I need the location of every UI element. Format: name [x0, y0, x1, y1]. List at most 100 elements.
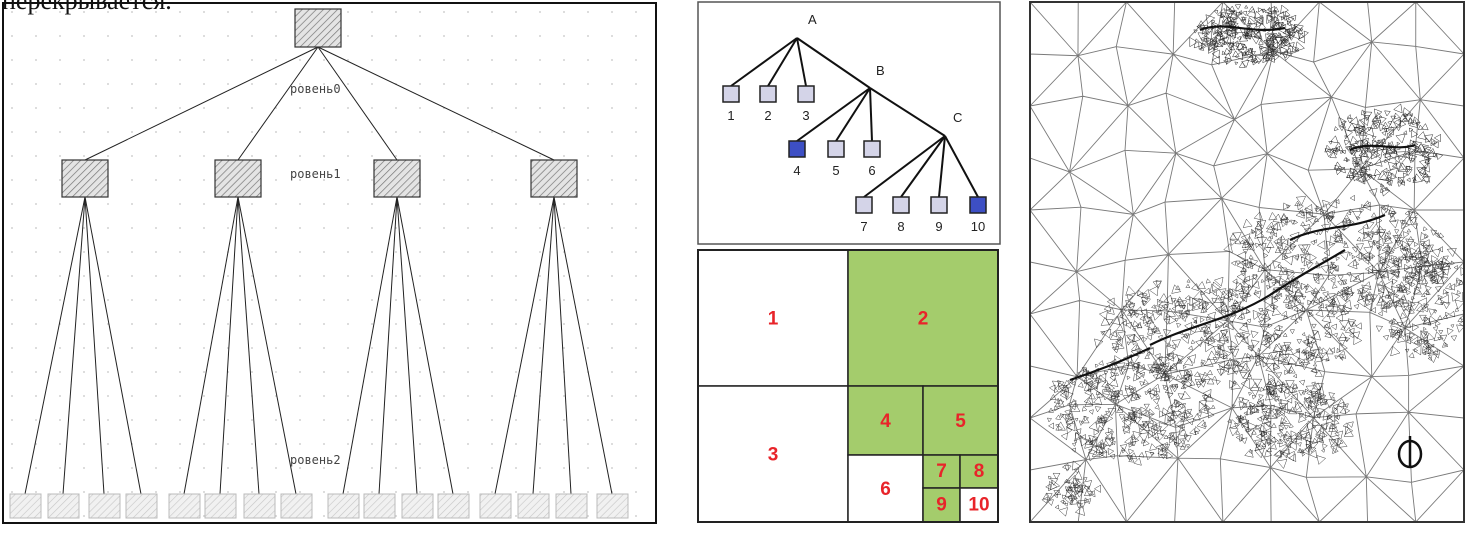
leaf-node — [88, 493, 121, 519]
edge-root-to-node — [237, 46, 319, 161]
edge-node-to-leaf — [553, 196, 572, 495]
quadtree-cell-label: 4 — [880, 411, 891, 432]
leaf-label: 2 — [764, 108, 771, 123]
edge-to-leaf — [796, 87, 871, 142]
quadtree-cell-label: 1 — [768, 308, 779, 329]
leaf-node — [855, 196, 873, 214]
leaf-label: 6 — [868, 163, 875, 178]
mesh-frame — [1029, 1, 1465, 523]
edge-node-to-leaf — [237, 196, 260, 495]
leaf-node — [280, 493, 313, 519]
highlighted-leaf-node — [969, 196, 987, 214]
leaf-node — [125, 493, 158, 519]
edge-to-leaf — [944, 135, 979, 198]
leaf-node — [797, 85, 815, 103]
leaf-node — [363, 493, 396, 519]
leaf-node — [47, 493, 80, 519]
leaf-node — [168, 493, 201, 519]
leaf-node — [759, 85, 777, 103]
level-1-node — [373, 159, 421, 198]
edge-to-leaf — [730, 37, 798, 87]
terrain-mesh-panel — [1029, 1, 1465, 523]
edge-to-leaf — [869, 87, 873, 142]
edge-to-leaf — [767, 37, 798, 87]
quadtree-cell — [922, 454, 961, 489]
edge-node-to-leaf — [342, 196, 398, 495]
leaf-node — [555, 493, 588, 519]
mesh-triangles — [1030, 2, 1464, 522]
edge-to-leaf — [938, 135, 946, 198]
leaf-node — [9, 493, 42, 519]
leaf-label: 1 — [727, 108, 734, 123]
edge-root-to-node — [84, 46, 319, 161]
leaf-node — [204, 493, 237, 519]
leaf-node — [437, 493, 470, 519]
quadtree-cell — [847, 385, 924, 456]
left-tree-edges — [24, 46, 613, 495]
internal-node-label: A — [808, 12, 817, 27]
edge-root-to-node — [317, 46, 398, 161]
mesh-dense-regions — [1041, 4, 1464, 517]
leaf-label: 5 — [832, 163, 839, 178]
leaf-node — [517, 493, 550, 519]
level-1-label: ровень1 — [290, 167, 341, 181]
leaf-label: 4 — [793, 163, 800, 178]
quadtree-cell-label: 6 — [880, 479, 891, 500]
edge-node-to-leaf — [532, 196, 555, 495]
quadtree-cell-label: 8 — [974, 461, 985, 482]
edge-to-leaf — [863, 135, 946, 198]
leaf-label: 10 — [971, 219, 985, 234]
quadtree-cell-label: 5 — [955, 411, 966, 432]
edge-node-to-leaf — [219, 196, 239, 495]
quadtree-cell — [697, 385, 849, 523]
leaf-node — [479, 493, 512, 519]
leaf-node — [722, 85, 740, 103]
level-1-node — [530, 159, 578, 198]
level-2-label: ровень2 — [290, 453, 341, 467]
internal-node-label: C — [953, 110, 962, 125]
left-tree-panel: ровень0 ровень1 ровень2 — [2, 2, 657, 524]
mesh-coarse-triangles — [1030, 2, 1464, 522]
edge-node-to-leaf — [378, 196, 398, 495]
left-tree-nodes — [9, 8, 629, 519]
mesh-dense-patch — [1094, 274, 1363, 390]
edge-node-to-leaf — [494, 196, 555, 495]
quadtree-cell-label: 2 — [918, 308, 929, 329]
mesh-background — [1030, 2, 1464, 522]
quadtree-cell — [922, 487, 961, 523]
mesh-dense-patch — [1189, 4, 1310, 68]
edge-to-leaf — [835, 87, 871, 142]
edge-node-to-leaf — [396, 196, 418, 495]
edge-to-leaf — [900, 135, 946, 198]
mesh-ridge-line — [1149, 249, 1346, 346]
mesh-dense-patch — [1370, 239, 1464, 364]
quadtree-cell-label: 9 — [936, 495, 947, 516]
leaf-node — [327, 493, 360, 519]
mesh-ridge-line — [1069, 347, 1151, 382]
internal-node-label: B — [876, 63, 885, 78]
edge-node-to-leaf — [24, 196, 86, 495]
level-0-label: ровень0 — [290, 82, 341, 96]
mesh-dense-patch — [1047, 354, 1216, 466]
edge-to-leaf — [796, 37, 807, 87]
mesh-ridge-line — [1349, 143, 1416, 151]
mesh-dense-patch — [1324, 103, 1444, 197]
leaf-node — [401, 493, 434, 519]
mesh-dense-patch — [1041, 460, 1101, 517]
edge-node-to-leaf — [84, 196, 142, 495]
quadtree-cell — [847, 454, 924, 523]
level-1-node — [61, 159, 109, 198]
quadtree-cell-label: 10 — [968, 495, 989, 516]
highlighted-leaf-node — [788, 140, 806, 158]
leaf-node — [863, 140, 881, 158]
leaf-node — [930, 196, 948, 214]
north-arrow-icon — [1397, 436, 1423, 469]
leaf-label: 8 — [897, 219, 904, 234]
leaf-node — [596, 493, 629, 519]
edge-root-to-node — [317, 46, 555, 161]
quadtree-cell-label: 7 — [936, 461, 947, 482]
